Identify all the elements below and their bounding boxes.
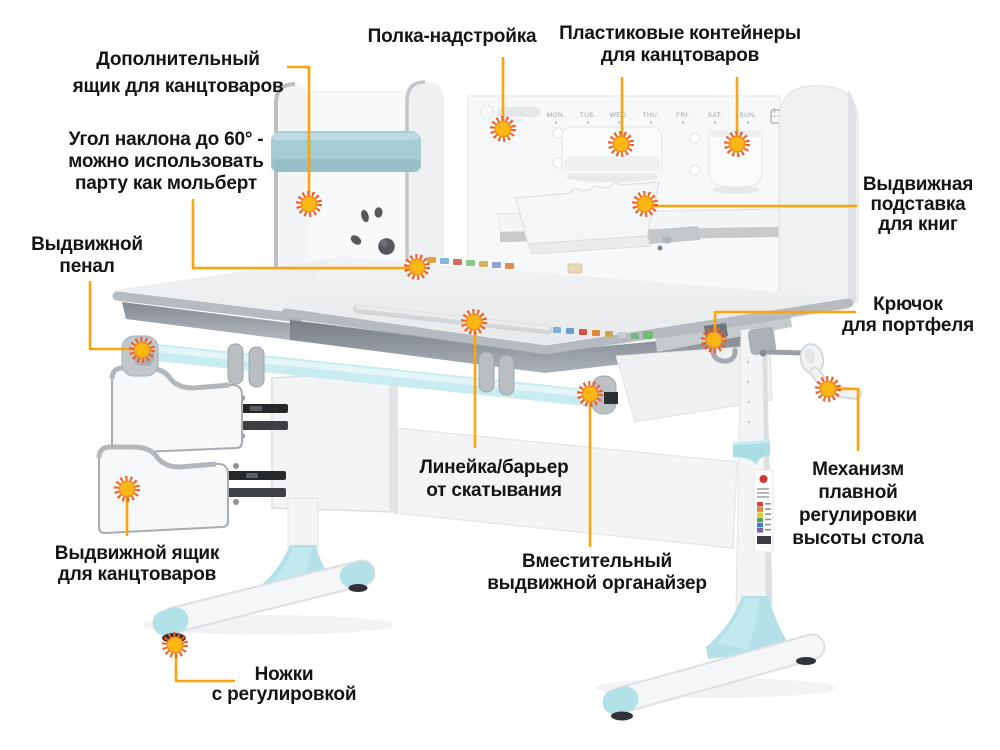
desktop-stickers [427, 257, 653, 339]
callout-line [287, 65, 311, 204]
weekday-mon: MON. [547, 112, 566, 119]
callout-line [191, 199, 417, 270]
callout-label-extra-drawer: Дополнительный ящик для канцтоваров [72, 49, 284, 97]
weekday-wed: WED. [610, 112, 629, 119]
ruler-barrier-ledge [353, 304, 553, 335]
weekday-tue: TUE. [580, 112, 596, 119]
leg-base-left [152, 559, 376, 643]
callout-label-tilt-angle: Угол наклона до 60° - можно использовать… [68, 129, 264, 194]
leg-base-right [602, 633, 826, 721]
callout-label-book-stand: Выдвижная подставка для книг [862, 174, 974, 235]
callout-line [88, 281, 141, 351]
lower-drawer [96, 444, 229, 535]
weekday-sun: SUN. [739, 112, 756, 119]
foot-pad [348, 584, 368, 592]
weekday-thu: THU. [643, 112, 660, 119]
foot-pad [796, 657, 816, 665]
right-leg [602, 326, 826, 721]
drawer-unit [96, 365, 398, 535]
callout-label-plastic-containers: Пластиковые контейнеры для канцтоваров [559, 23, 801, 66]
upper-drawer [109, 365, 243, 455]
leg-collar [733, 441, 770, 465]
right-side-panel [778, 85, 859, 303]
book-stand [515, 181, 700, 255]
callout-line [174, 647, 235, 683]
callout-label-adjustable-feet: Ножки с регулировкой [211, 664, 357, 705]
height-gauge-sticker [753, 469, 774, 553]
callout-label-ruler-barrier: Линейка/барьер от скатывания [419, 457, 569, 501]
callout-label-pencil-case: Выдвижной пенал [31, 234, 143, 277]
tilt-bar [271, 131, 421, 172]
paw-print-cutouts [350, 207, 395, 255]
callout-label-drawer-unit: Выдвижной ящик для канцтоваров [54, 543, 220, 585]
callout-label-bag-hook: Крючок для портфеля [842, 294, 974, 336]
weekday-fri: FRI. [676, 112, 690, 119]
left-cabinet [271, 80, 444, 275]
callout-label-height-mechanism: Механизм плавной регулировки высоты стол… [792, 459, 924, 549]
left-leg [152, 497, 376, 643]
weekday-labels: MON. TUE. WED. THU. FRI. SAT. SUN. [547, 112, 756, 124]
foot-pad [611, 711, 633, 721]
callout-lines [88, 57, 860, 683]
main-desktop [281, 256, 854, 357]
weekday-sat: SAT. [708, 112, 723, 119]
container-box [561, 126, 663, 182]
callout-line [713, 310, 856, 339]
callout-label-organizer: Вместительный выдвижной органайзер [487, 551, 707, 594]
callout-label-top-shelf: Полка-надстройка [367, 26, 537, 47]
crank-handle [765, 343, 862, 400]
left-desktop-section [112, 257, 342, 323]
